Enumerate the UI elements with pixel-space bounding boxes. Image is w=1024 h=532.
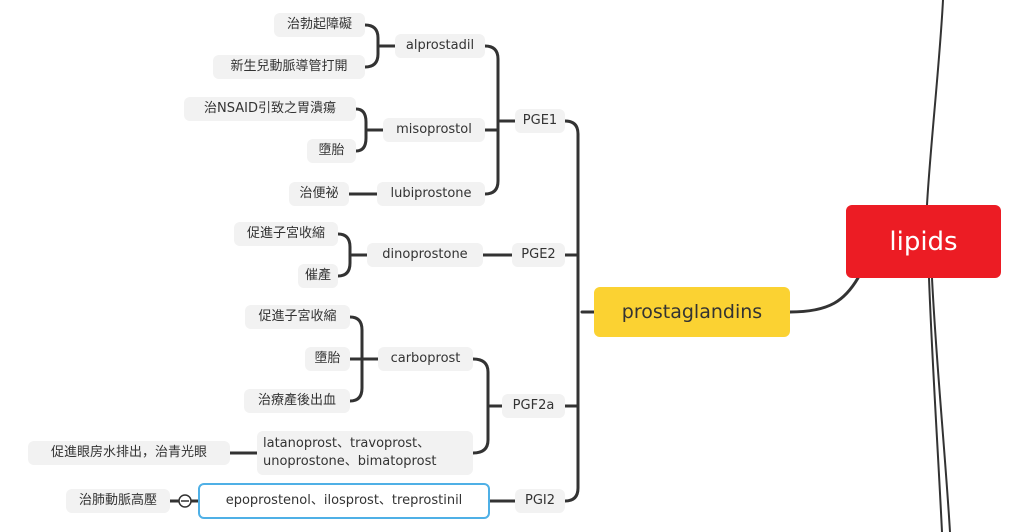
use-node[interactable]: 治肺動脈高壓: [66, 489, 170, 513]
use-node[interactable]: 促進眼房水排出，治青光眼: [28, 441, 230, 465]
group-label: PGE1: [522, 112, 558, 128]
use-node[interactable]: 治NSAID引致之胃潰瘍: [184, 97, 356, 121]
use-label: 促進子宮收縮: [246, 225, 325, 241]
use-label: 促進子宮收縮: [258, 308, 337, 324]
group-label: PGF2a: [512, 397, 555, 413]
use-label: 治便祕: [299, 185, 339, 201]
group-node-pge2[interactable]: PGE2: [512, 243, 565, 267]
group-node-pgf2a[interactable]: PGF2a: [502, 394, 565, 418]
drug-label: lubiprostone: [390, 185, 472, 201]
drug-node-epoprostenol-group[interactable]: epoprostenol、ilosprost、treprostinil: [198, 483, 490, 519]
use-label: 催產: [304, 267, 331, 283]
drug-node-alprostadil[interactable]: alprostadil: [395, 34, 485, 58]
group-node-pge1[interactable]: PGE1: [515, 109, 565, 133]
root-topic[interactable]: lipids: [846, 205, 1001, 278]
use-label: 墮胎: [318, 142, 345, 158]
use-node[interactable]: 新生兒動脈導管打開: [213, 55, 365, 79]
drug-label-block: latanoprost、travoprost、 unoprostone、bima…: [263, 435, 436, 471]
drug-label: epoprostenol、ilosprost、treprostinil: [225, 492, 463, 508]
drug-label: alprostadil: [405, 37, 475, 53]
drug-label: dinoprostone: [382, 246, 468, 262]
drug-label: carboprost: [390, 350, 461, 366]
use-node[interactable]: 治勃起障礙: [274, 13, 365, 37]
use-label: 治療產後出血: [257, 392, 336, 408]
main-topic-label: prostaglandins: [621, 301, 763, 323]
drug-node-latanoprost-group[interactable]: latanoprost、travoprost、 unoprostone、bima…: [257, 431, 473, 475]
main-topic[interactable]: prostaglandins: [594, 287, 790, 337]
use-label: 治NSAID引致之胃潰瘍: [204, 100, 336, 116]
use-node[interactable]: 催產: [298, 264, 338, 288]
root-topic-label: lipids: [889, 226, 958, 257]
use-label: 新生兒動脈導管打開: [230, 58, 348, 74]
drug-label-line2: unoprostone、bimatoprost: [263, 454, 437, 469]
use-node[interactable]: 治便祕: [289, 182, 349, 206]
use-node[interactable]: 治療產後出血: [244, 389, 350, 413]
drug-label: misoprostol: [396, 121, 472, 137]
use-node[interactable]: 促進子宮收縮: [234, 222, 338, 246]
use-node[interactable]: 墮胎: [307, 139, 356, 163]
drug-node-dinoprostone[interactable]: dinoprostone: [367, 243, 483, 267]
use-node[interactable]: 墮胎: [305, 347, 350, 371]
use-label: 治勃起障礙: [286, 16, 352, 32]
use-label: 治肺動脈高壓: [78, 492, 157, 508]
drug-node-carboprost[interactable]: carboprost: [378, 347, 473, 371]
group-node-pgi2[interactable]: PGI2: [515, 489, 565, 513]
group-label: PGE2: [521, 246, 556, 262]
drug-node-misoprostol[interactable]: misoprostol: [383, 118, 485, 142]
use-node[interactable]: 促進子宮收縮: [245, 305, 350, 329]
drug-node-lubiprostone[interactable]: lubiprostone: [377, 182, 485, 206]
use-label: 墮胎: [314, 350, 341, 366]
use-label: 促進眼房水排出，治青光眼: [50, 444, 207, 460]
collapse-toggle-icon[interactable]: [178, 494, 192, 508]
group-label: PGI2: [524, 492, 556, 508]
drug-label-line1: latanoprost、travoprost、: [263, 436, 431, 451]
